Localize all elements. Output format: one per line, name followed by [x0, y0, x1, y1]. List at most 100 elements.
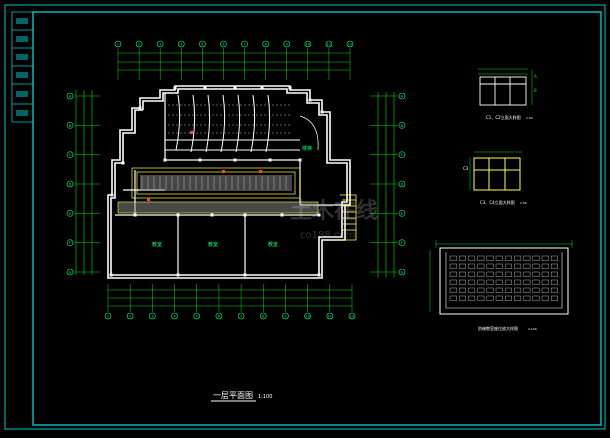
svg-text:教室: 教室	[268, 241, 278, 248]
seat	[449, 287, 457, 293]
window-detail-2-title: C3、C4立面大样图	[480, 199, 515, 205]
axis-label: G	[69, 271, 72, 275]
binding-strip	[11, 11, 33, 123]
axis-label: A	[401, 95, 404, 99]
axis-label: B	[401, 124, 404, 128]
window-detail-2-scale: 1:50	[520, 201, 527, 205]
window-elevation-detail-1: A B C1、C2立面大样图 1:50	[478, 68, 537, 120]
seat	[449, 263, 457, 269]
column	[280, 213, 284, 217]
entrance-steps	[340, 194, 357, 241]
seat	[468, 263, 476, 269]
exit-steps	[299, 115, 319, 151]
seat	[504, 287, 512, 293]
seat	[468, 255, 476, 261]
seat	[550, 287, 558, 293]
axis-label: 4	[173, 315, 176, 319]
seat	[532, 287, 540, 293]
axis-label: 11	[328, 315, 332, 319]
column	[203, 86, 207, 90]
seat	[504, 271, 512, 277]
seat	[523, 287, 531, 293]
seat-grid	[449, 255, 558, 301]
column	[260, 86, 264, 90]
seat	[468, 271, 476, 277]
axis-label: 8	[265, 43, 267, 47]
axis-bubble	[282, 312, 289, 320]
axis-bubble	[325, 40, 333, 48]
column	[288, 86, 292, 90]
seat	[514, 271, 522, 277]
svg-text:楼梯: 楼梯	[302, 145, 312, 152]
column	[243, 273, 247, 277]
seat	[523, 279, 531, 285]
window-elevation-detail-2: C3 C3、C4立面大样图 1:50	[463, 151, 527, 205]
axis-label: E	[69, 212, 71, 216]
seat	[486, 263, 494, 269]
axis-bubble	[262, 40, 269, 48]
axis-label: 1	[117, 43, 119, 47]
column	[138, 106, 142, 110]
axis-bubble	[398, 122, 406, 129]
seat	[504, 295, 512, 301]
column	[110, 193, 114, 197]
axis-bubble	[215, 312, 223, 320]
axis-label: 5	[201, 43, 203, 47]
axis-label: A	[69, 95, 72, 99]
svg-text:教室: 教室	[152, 241, 162, 248]
seat	[523, 263, 531, 269]
axis-label: F	[401, 241, 403, 245]
seat	[550, 279, 558, 285]
sheet-frame	[4, 4, 606, 430]
seat	[504, 255, 512, 261]
seat	[504, 279, 512, 285]
column	[173, 86, 177, 90]
seat	[477, 287, 485, 293]
column	[268, 158, 272, 162]
column	[317, 273, 321, 277]
axis-bubble	[398, 92, 406, 100]
plan-scale: 1:100	[258, 394, 272, 400]
seat	[550, 271, 558, 277]
lecture-hall-dashed-rows	[168, 104, 290, 134]
axis-label: 7	[240, 315, 242, 319]
seat	[458, 271, 466, 277]
axis-bubble	[398, 180, 406, 188]
seat	[541, 287, 549, 293]
watermark-text: 土木在线	[290, 198, 378, 224]
column	[176, 213, 180, 217]
plan-title: 一层平面图	[213, 391, 253, 400]
axis-label: 6	[218, 315, 220, 319]
axis-label: 11	[327, 43, 331, 47]
seat	[449, 279, 457, 285]
axis-label: D	[69, 183, 72, 187]
seat	[495, 287, 503, 293]
seat	[514, 287, 522, 293]
axis-bubble	[398, 210, 406, 217]
bottom-dimension-chain	[108, 289, 352, 307]
column	[233, 86, 237, 90]
axis-bubble	[126, 312, 134, 320]
lower-band	[117, 201, 319, 214]
axis-bubble	[346, 40, 354, 48]
seat	[495, 271, 503, 277]
column	[298, 158, 302, 162]
column	[210, 213, 214, 217]
column	[308, 98, 312, 102]
window-detail-1-scale: 1:50	[526, 116, 533, 120]
seat	[550, 295, 558, 301]
seat	[477, 279, 485, 285]
seat	[477, 295, 485, 301]
axis-bubble	[259, 312, 267, 320]
axis-label: 1	[107, 315, 109, 319]
seat	[477, 255, 485, 261]
axis-label: 3	[151, 315, 153, 319]
seat	[458, 279, 466, 285]
axis-label: 9	[286, 43, 288, 47]
seat	[458, 255, 466, 261]
